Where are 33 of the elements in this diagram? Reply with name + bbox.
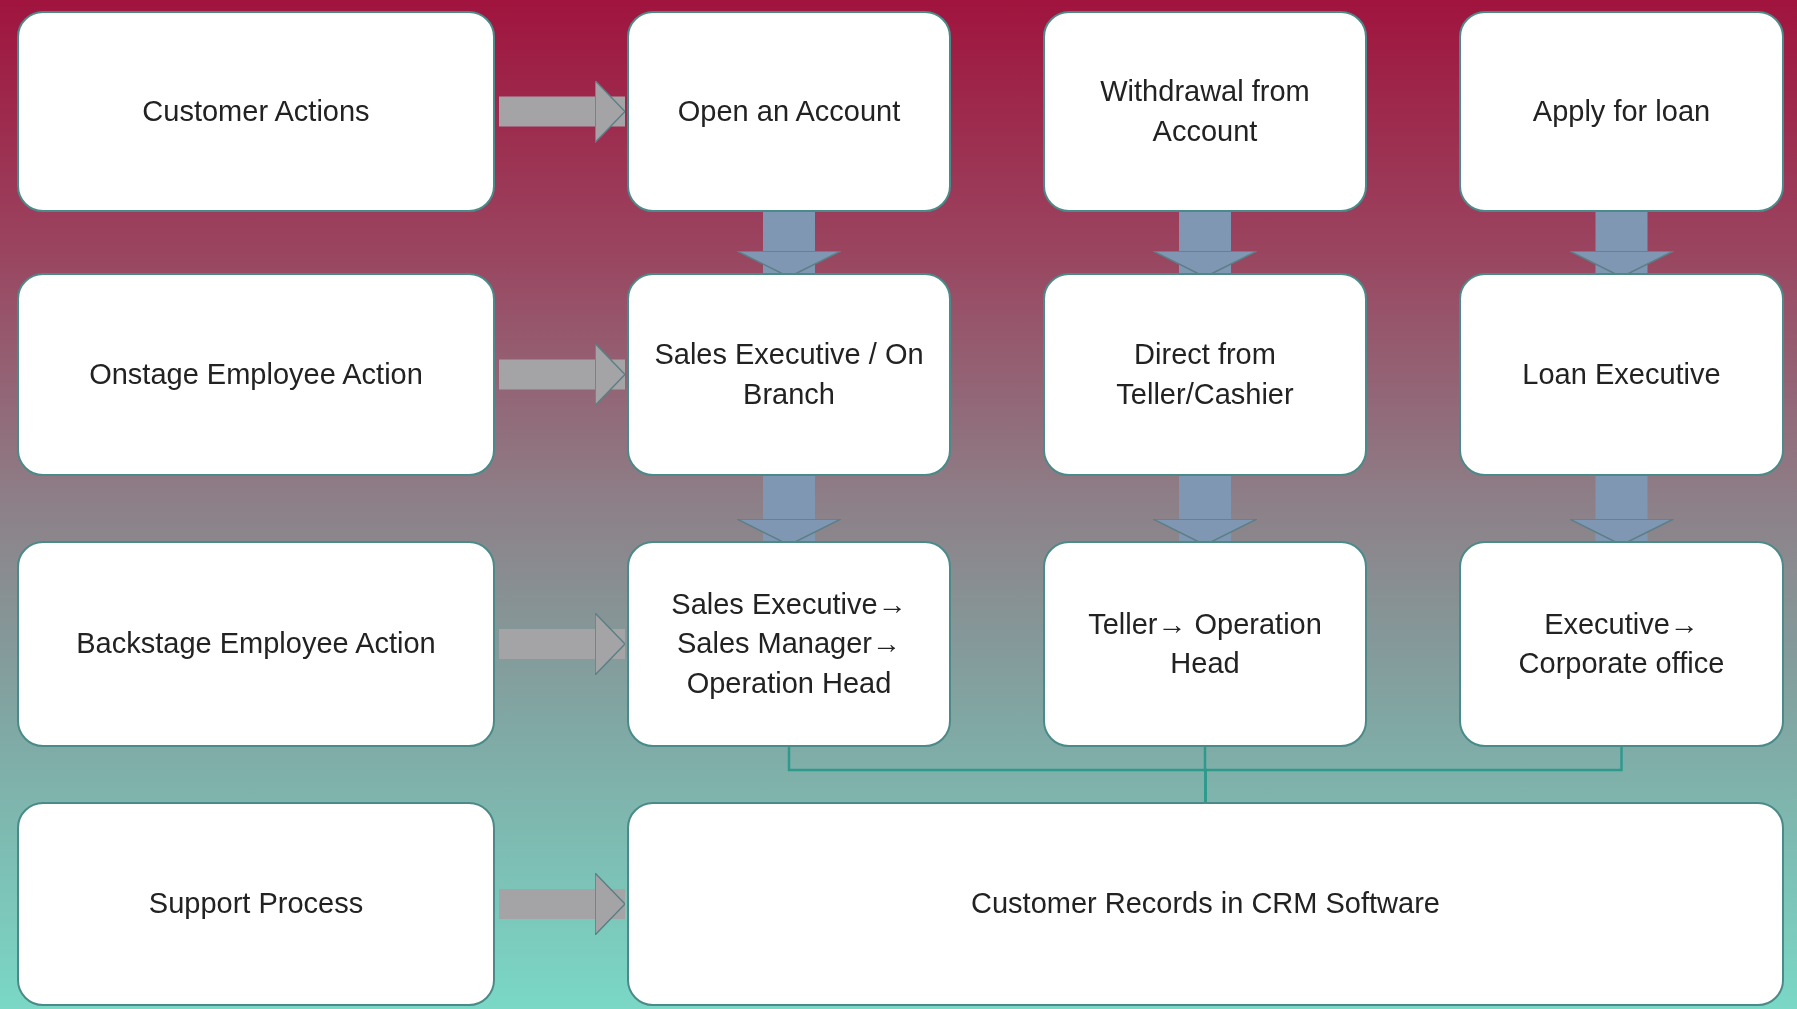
box-text: Sales Executive / On Branch [653, 337, 925, 412]
process-box [627, 541, 951, 747]
box-text: Customer Records in CRM Software [971, 886, 1440, 922]
block-arrow [499, 872, 626, 936]
process-box [17, 802, 495, 1006]
connector-line [1204, 747, 1623, 802]
block-arrow [499, 612, 626, 676]
process-box [17, 11, 495, 212]
box-text: Support Process [148, 886, 364, 922]
process-box [1459, 273, 1784, 476]
process-box [1459, 11, 1784, 212]
process-box [627, 273, 951, 476]
block-arrow [499, 342, 626, 407]
box-text: Executive→ Corporate office [1517, 606, 1726, 681]
process-box [17, 273, 495, 476]
process-box [17, 541, 495, 747]
box-text: Direct from Teller/Cashier [1115, 337, 1295, 412]
box-text: Onstage Employee Action [89, 356, 423, 392]
box-text: Open an Account [677, 93, 901, 129]
process-box [1459, 541, 1784, 747]
box-text: Teller→ Operation Head [1087, 606, 1323, 681]
process-box [1043, 11, 1367, 212]
process-box [627, 802, 1784, 1006]
box-text: Apply for loan [1532, 93, 1711, 129]
box-text: Loan Executive [1522, 356, 1721, 392]
process-box [627, 11, 951, 212]
box-text: Backstage Employee Action [76, 626, 436, 662]
block-arrow [499, 79, 626, 144]
process-box [1043, 273, 1367, 476]
box-text: Withdrawal from Account [1099, 74, 1311, 149]
box-text: Sales Executive→ Sales Manager→ Operation Head [670, 586, 908, 701]
box-text: Customer Actions [142, 93, 370, 129]
process-box [1043, 541, 1367, 747]
